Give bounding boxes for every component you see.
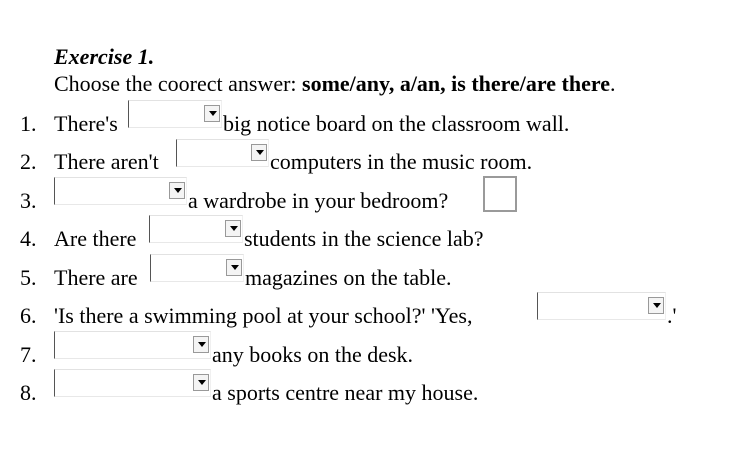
chevron-down-icon[interactable] bbox=[226, 259, 242, 276]
answer-dropdown-5[interactable] bbox=[150, 254, 244, 282]
item-text-before: There aren't bbox=[54, 149, 159, 174]
instruction-options: some/any, a/an, is there/are there bbox=[302, 71, 610, 96]
item-text-after: a wardrobe in your bedroom? bbox=[188, 188, 449, 213]
answer-box[interactable] bbox=[483, 176, 517, 212]
answer-dropdown-6[interactable] bbox=[537, 292, 666, 320]
exercise-item-6: 6. 'Is there a swimming pool at your sch… bbox=[0, 292, 731, 331]
item-number: 5. bbox=[20, 265, 37, 290]
answer-dropdown-3[interactable] bbox=[54, 177, 187, 205]
item-number: 7. bbox=[20, 342, 37, 367]
item-text-after: a sports centre near my house. bbox=[212, 380, 479, 405]
chevron-down-icon[interactable] bbox=[225, 220, 241, 237]
item-text-after: magazines on the table. bbox=[245, 265, 452, 290]
item-number: 2. bbox=[20, 149, 37, 174]
chevron-down-icon[interactable] bbox=[648, 297, 664, 314]
item-text-before: Are there bbox=[54, 226, 137, 251]
answer-dropdown-2[interactable] bbox=[176, 139, 269, 167]
exercise-item-7: 7. any books on the desk. bbox=[0, 331, 731, 370]
item-number: 8. bbox=[20, 380, 37, 405]
exercise-item-2: 2. There aren't computers in the music r… bbox=[0, 139, 731, 177]
exercise-item-4: 4. Are there students in the science lab… bbox=[0, 215, 731, 254]
item-text-after: .' bbox=[667, 303, 677, 328]
item-text-after: computers in the music room. bbox=[270, 149, 533, 174]
answer-dropdown-8[interactable] bbox=[54, 369, 211, 397]
item-number: 3. bbox=[20, 188, 37, 213]
exercise-item-5: 5. There are magazines on the table. bbox=[0, 254, 731, 293]
item-number: 6. bbox=[20, 303, 37, 328]
item-text-before: There's bbox=[54, 111, 118, 136]
exercise-item-1: 1. There's big notice board on the class… bbox=[0, 100, 731, 139]
chevron-down-icon[interactable] bbox=[251, 144, 267, 161]
chevron-down-icon[interactable] bbox=[193, 336, 209, 353]
answer-dropdown-1[interactable] bbox=[128, 100, 222, 128]
item-text-before: 'Is there a swimming pool at your school… bbox=[54, 303, 473, 328]
exercise-title: Exercise 1. bbox=[54, 44, 155, 69]
instruction-text: Choose the coorect answer: bbox=[54, 71, 303, 96]
chevron-down-icon[interactable] bbox=[193, 374, 209, 391]
instruction-period: . bbox=[610, 71, 616, 96]
item-number: 1. bbox=[20, 111, 37, 136]
item-number: 4. bbox=[20, 226, 37, 251]
answer-dropdown-4[interactable] bbox=[149, 215, 243, 243]
item-text-before: There are bbox=[54, 265, 138, 290]
answer-dropdown-7[interactable] bbox=[54, 331, 211, 359]
item-text-after: big notice board on the classroom wall. bbox=[223, 111, 570, 136]
chevron-down-icon[interactable] bbox=[204, 105, 220, 122]
item-text-after: any books on the desk. bbox=[212, 342, 414, 367]
exercise-item-8: 8. a sports centre near my house. bbox=[0, 369, 731, 408]
exercise-item-3: 3. a wardrobe in your bedroom? bbox=[0, 176, 731, 216]
chevron-down-icon[interactable] bbox=[169, 182, 185, 199]
item-text-after: students in the science lab? bbox=[244, 226, 484, 251]
exercise-instruction: Choose the coorect answer: some/any, a/a… bbox=[54, 71, 616, 97]
